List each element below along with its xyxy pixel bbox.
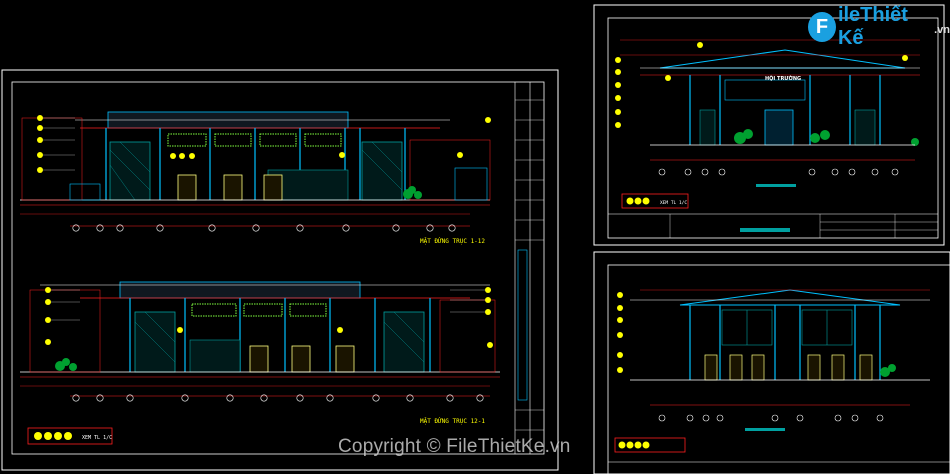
copyright-watermark: Copyright © FileThietKe.vn [338, 436, 571, 457]
scale-note-left: XEM TL 1/C [27, 427, 113, 445]
elevation-12-1 [20, 281, 500, 402]
svg-text:XEM TL 1/C: XEM TL 1/C [660, 200, 687, 206]
sheet-left: MẶT ĐỨNG TRỤC 1-12 [1, 69, 559, 471]
elevation-1-12-label: MẶT ĐỨNG TRỤC 1-12 [420, 238, 485, 245]
logo-brand: ileThiết Kế [837, 4, 908, 49]
sheet-right-top: HỘI TRƯỜNG XEM TL 1/C [593, 4, 945, 246]
elevation-1-12 [20, 111, 491, 232]
hoi-truong-sign: HỘI TRƯỜNG [765, 75, 801, 82]
elevation-12-1-label: MẶT ĐỨNG TRỤC 12-1 [420, 418, 485, 425]
logo-suffix: .vn [934, 24, 950, 36]
svg-text:XEM TL 1/C: XEM TL 1/C [82, 435, 112, 441]
scale-note-rt: XEM TL 1/C [621, 193, 689, 209]
filethietke-logo[interactable]: F ileThiết Kế .vn [808, 4, 950, 49]
logo-f-icon: F [808, 12, 836, 42]
sheet-right-bottom [593, 251, 950, 474]
